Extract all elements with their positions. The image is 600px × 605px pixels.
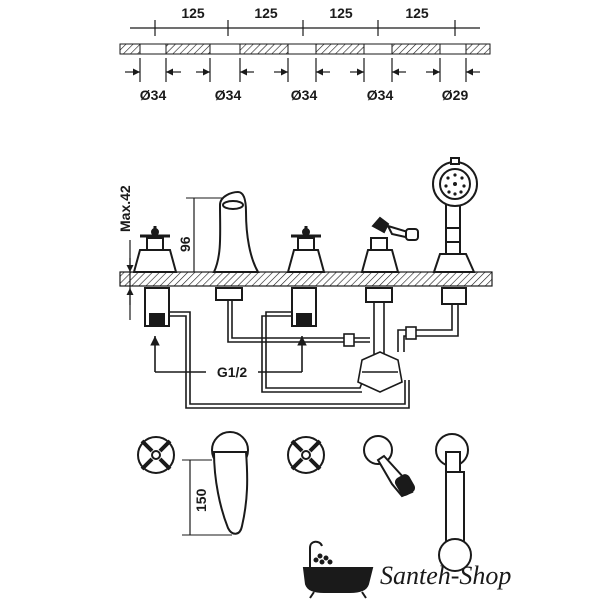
thread-label: G1/2 [217, 364, 248, 380]
spout-length-dim: 150 [193, 488, 209, 512]
hole-spacing-plan: 125 125 125 125 [119, 5, 491, 103]
spout-top-view [211, 431, 249, 535]
shower-head-holes [444, 173, 466, 196]
spacing-dim-2: 125 [254, 5, 278, 21]
hole-dim-2: Ø34 [215, 87, 242, 103]
cross-valve-right [286, 226, 326, 273]
plan-view: 150 [137, 431, 472, 572]
logo-text: Santeh-Shop [380, 561, 511, 590]
hole-dim-5: Ø29 [442, 87, 469, 103]
spout-height-dim: 96 [177, 236, 193, 252]
spacing-dim-3: 125 [329, 5, 353, 21]
cross-valve-left [132, 226, 178, 273]
spacing-dim-1: 125 [181, 5, 205, 21]
under-deck-bodies [144, 287, 467, 327]
spacing-dim-4: 125 [405, 5, 429, 21]
bathtub-icon [302, 540, 374, 599]
hole-dim-3: Ø34 [291, 87, 318, 103]
hole-dim-1: Ø34 [140, 87, 167, 103]
elevation-view: Max.42 96 [117, 157, 493, 409]
deck-section [119, 271, 493, 287]
cross-handle-top-left [137, 436, 175, 474]
hole-dim-4: Ø34 [367, 87, 394, 103]
diverter-lever [360, 216, 419, 273]
hose-fittings [343, 326, 417, 393]
santeh-shop-logo: Santeh-Shop [302, 540, 511, 599]
max-height-dim: Max.42 [117, 185, 133, 232]
deck-strip-top [119, 43, 491, 55]
inlet-arrows [150, 336, 307, 373]
lever-top-view [363, 435, 416, 498]
hand-shower-top-view [435, 433, 472, 572]
spout [212, 190, 260, 273]
cross-handle-top-right [287, 436, 325, 474]
